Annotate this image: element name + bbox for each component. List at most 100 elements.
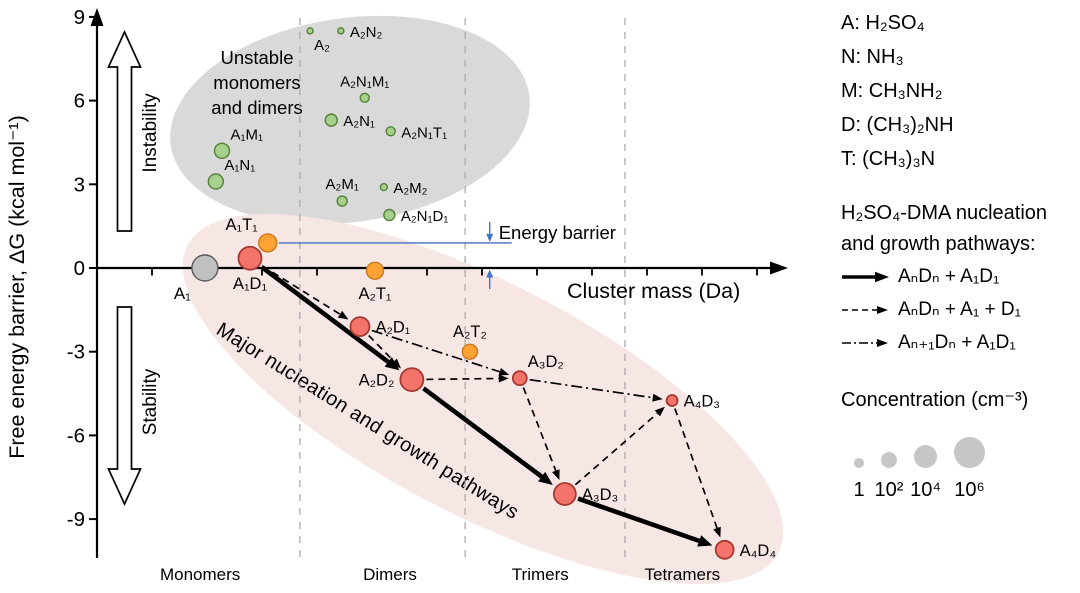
pathway-arrowhead-dashed — [552, 469, 560, 481]
energy-barrier-arrowhead-down — [486, 233, 494, 242]
species-item-N: N: NH₃ — [841, 46, 904, 68]
data-point — [665, 394, 679, 407]
point-label: A₂D₁ — [375, 319, 410, 337]
data-point — [461, 343, 479, 360]
pathway-arrow-dashed — [426, 377, 499, 381]
stability-label: Stability — [140, 368, 161, 435]
instability-arrow — [107, 29, 142, 232]
y-axis-tick-label: -6 — [67, 424, 85, 447]
data-point — [399, 367, 425, 393]
point-label: A₁D₁ — [233, 275, 267, 293]
point-label: A₁N₁ — [224, 157, 255, 174]
data-point — [237, 245, 263, 271]
point-label: A₂N₁T₁ — [401, 124, 447, 141]
data-point — [213, 142, 231, 160]
data-point — [552, 482, 577, 506]
concentration-circle — [914, 445, 937, 468]
point-label: A₃D₃ — [582, 486, 618, 504]
energy-barrier-label: Energy barrier — [499, 222, 616, 243]
species-item-M: M: CH₃NH₂ — [841, 80, 943, 102]
instability-label: Instability — [140, 93, 161, 173]
unstable-region-label: monomers — [213, 72, 300, 93]
point-label: A₂ — [314, 37, 330, 54]
data-point — [324, 113, 338, 127]
pathway-arrowhead-dashed — [713, 526, 721, 538]
species-item-A: A: H₂SO₄ — [841, 12, 925, 34]
species-item-T: T: (CH₃)₃N — [841, 148, 936, 170]
pathway-arrow-dashed — [261, 265, 341, 315]
data-point — [191, 254, 219, 282]
data-point — [511, 370, 528, 387]
pathway-arrow-solid — [577, 496, 700, 544]
pathway-region-ellipse — [182, 213, 784, 585]
point-label: A₁M₁ — [230, 126, 263, 143]
y-axis-tick-label: 3 — [74, 173, 85, 196]
pathway-arrowhead-dashed — [498, 374, 509, 383]
species-item-D: D: (CH₃)₂NH — [841, 114, 954, 136]
x-axis-arrowhead — [770, 261, 788, 275]
pathways-title-line1: H₂SO₄-DMA nucleation — [841, 202, 1048, 224]
species-legend: A: H₂SO₄ N: NH₃ M: CH₃NH₂ D: (CH₃)₂NH T:… — [841, 6, 1079, 176]
pathway-arrowhead-solid — [697, 535, 713, 547]
stability-arrow — [107, 306, 142, 507]
data-point — [365, 261, 385, 280]
pathway-arrowhead-dashdot — [498, 367, 510, 376]
point-label: A₂N₁ — [343, 113, 375, 130]
category-label: Tetramers — [645, 565, 721, 584]
data-point — [359, 92, 370, 104]
pathway-arrowhead-dashed — [337, 310, 349, 320]
legend-panel: A: H₂SO₄ N: NH₃ M: CH₃NH₂ D: (CH₃)₂NH T:… — [841, 6, 1079, 505]
dash-dot-arrow-icon — [842, 338, 888, 347]
energy-barrier-arrowhead-up — [486, 269, 494, 278]
pathway-legend-item-dashed: AₙDₙ + A₁ + D₁ — [841, 293, 1079, 326]
x-axis-label: Cluster mass (Da) — [567, 279, 740, 303]
pathway-arrow-solid — [422, 386, 544, 479]
concentration-label: 10⁴ — [910, 479, 941, 501]
data-point — [336, 195, 348, 207]
unstable-region-label: and dimers — [211, 97, 303, 118]
point-label: A₄D₄ — [740, 542, 777, 560]
y-axis-tick-label: 6 — [74, 90, 85, 113]
pathway-arrow-dashed — [674, 408, 718, 529]
concentration-label: 10⁶ — [954, 479, 984, 501]
data-point — [207, 173, 225, 190]
point-label: A₂M₁ — [326, 176, 359, 193]
category-label: Dimers — [363, 565, 417, 584]
pathways-title-line2: and growth pathways: — [841, 233, 1036, 255]
point-label: A₂M₂ — [393, 180, 427, 197]
concentration-circle — [954, 437, 985, 468]
pathway-arrowhead-dashed — [391, 358, 402, 369]
concentration-size-scale: 1 10² 10⁴ 10⁶ — [853, 437, 985, 501]
data-point — [306, 27, 314, 35]
point-label: A₁T₁ — [226, 216, 259, 234]
point-label: A₂N₂ — [350, 24, 383, 41]
pathway-arrow-dashed — [574, 412, 658, 486]
pathway-label-solid: AₙDₙ + A₁D₁ — [898, 266, 1000, 287]
point-label: A₄D₃ — [684, 393, 720, 411]
data-point — [383, 208, 396, 222]
data-point — [714, 539, 735, 560]
concentration-label: 10² — [875, 479, 904, 501]
pathway-arrow-dashdot — [371, 329, 501, 373]
concentration-label: 1 — [853, 479, 864, 501]
pathway-legend-item-solid: AₙDₙ + A₁D₁ — [841, 260, 1079, 293]
point-label: A₂N₁D₁ — [401, 208, 449, 225]
pathway-arrowhead-solid — [538, 471, 553, 486]
data-point — [379, 182, 389, 192]
concentration-circle — [854, 458, 864, 468]
data-point — [337, 27, 345, 35]
point-label: A₂D₂ — [359, 372, 395, 390]
pathway-arrowhead-dashdot — [652, 393, 663, 402]
y-axis-tick-label: -3 — [67, 341, 85, 364]
category-label: Trimers — [512, 565, 569, 584]
pathway-label-dashed: AₙDₙ + A₁ + D₁ — [898, 299, 1022, 320]
data-point — [258, 233, 278, 253]
unstable-region-label: Unstable — [220, 47, 293, 68]
concentration-circle — [881, 452, 897, 468]
pathway-arrow-dashed — [368, 334, 395, 362]
pathway-arrow-dashed — [522, 387, 557, 472]
pathway-arrow-solid — [260, 265, 390, 364]
point-label: A₂T₁ — [358, 285, 391, 303]
pathway-label-dashdot: Aₙ₊₁Dₙ + A₁D₁ — [898, 332, 1016, 353]
